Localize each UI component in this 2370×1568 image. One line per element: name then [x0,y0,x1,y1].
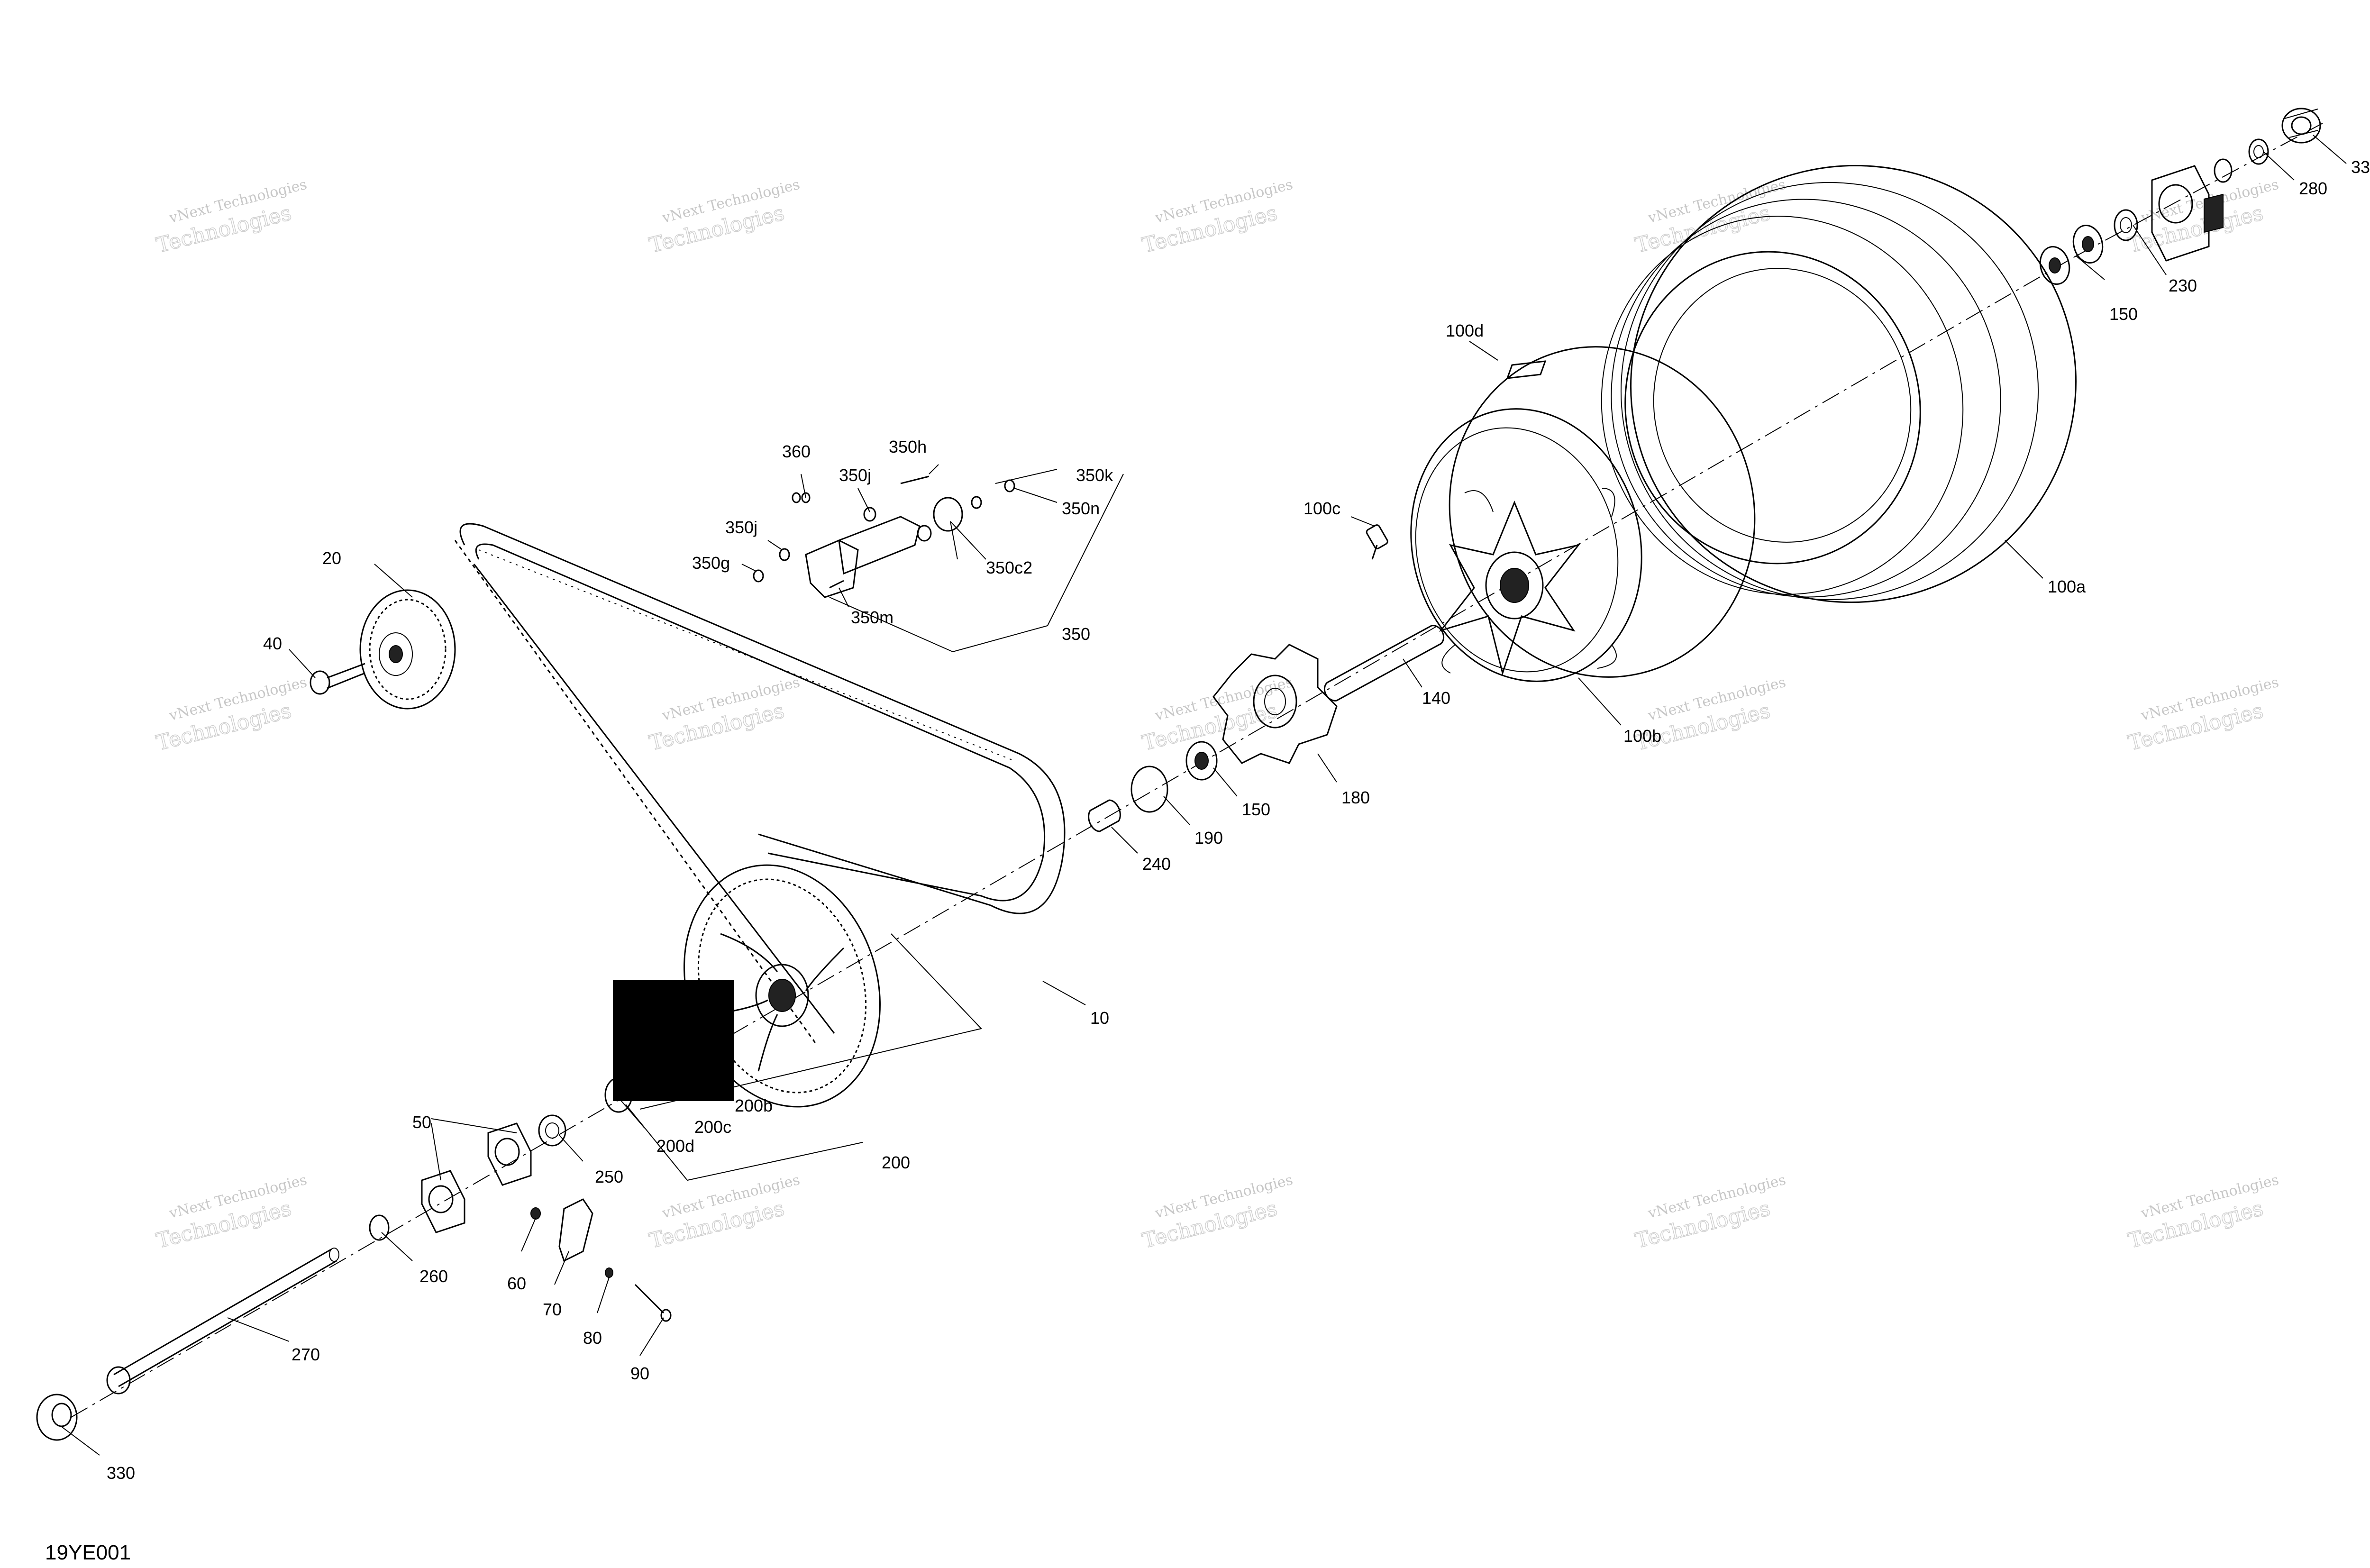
washer-280 [2214,138,2269,183]
drive-belt-10 [454,523,1066,1043]
watermarks: vNext Technologies Technologies vNext Te… [154,176,2280,1254]
callout-350k: 350k [1076,465,1113,485]
watermark: vNext Technologies Technologies [154,674,309,756]
washer-260 [369,1214,390,1241]
watermark: vNext Technologies Technologies [647,1172,802,1254]
spacer-230 [2114,209,2138,241]
callout-350j-lower: 350j [725,518,757,537]
watermark: vNext Technologies Technologies [1139,1172,1294,1254]
shaft-140 [1323,625,1445,702]
bushing-250 [538,1114,566,1147]
callout-50: 50 [412,1112,431,1132]
callout-230: 230 [2169,276,2197,295]
adjuster-block-50a [487,1122,532,1186]
bearing-150-lower [1185,741,1218,781]
callout-350g: 350g [692,553,730,573]
callout-360: 360 [782,442,811,461]
callout-150-upper: 150 [2109,304,2138,324]
redaction-block [613,980,734,1101]
seal-200d [604,1077,633,1113]
callout-150-lower: 150 [1242,800,1270,819]
callout-labels: 335 280 230 150 100d 100c 100a 100b 140 … [107,157,2370,1483]
watermark: vNext Technologies Technologies [154,1172,309,1254]
watermark: vNext Technologies Technologies [1632,1172,1787,1254]
callout-70: 70 [543,1300,562,1319]
callout-270: 270 [292,1345,320,1364]
callout-200c: 200c [694,1117,731,1137]
watermark: vNext Technologies Technologies [2125,674,2280,756]
callout-40: 40 [263,634,282,653]
watermark: vNext Technologies Technologies [647,674,802,756]
callout-260: 260 [419,1267,448,1286]
watermark: vNext Technologies Technologies [2125,1172,2280,1254]
figure-reference: 19YE001 [45,1541,131,1564]
valve-100d [1506,360,1547,379]
callout-240: 240 [1142,854,1171,874]
bolt-40 [310,663,365,695]
bolt-100c [1366,524,1388,560]
callout-180: 180 [1341,788,1370,807]
callout-80: 80 [583,1328,602,1348]
tensioner-assembly-350 [753,475,1015,598]
hub-bearing-150-pair [2072,225,2104,264]
callout-350j-upper: 350j [839,465,871,485]
callout-100a: 100a [2048,577,2086,596]
hub-nut-335 [2281,108,2321,144]
bolt-90 [634,1284,672,1322]
axle-nut-330 [36,1394,78,1441]
callout-190: 190 [1194,828,1223,848]
callout-10: 10 [1090,1008,1109,1028]
hub-carrier [2151,165,2224,262]
hub-bearing-150-right [2039,246,2070,285]
callout-100d: 100d [1446,321,1484,340]
callout-60: 60 [507,1274,526,1293]
callout-20: 20 [322,548,341,568]
watermark: vNext Technologies Technologies [647,176,802,258]
callout-330: 330 [107,1463,135,1483]
axle-270 [106,1248,339,1395]
callout-350n: 350n [1062,499,1100,518]
spacer-240 [1088,799,1121,832]
callout-350m: 350m [851,608,893,627]
nut-60 [530,1207,541,1220]
callout-200: 200 [882,1153,910,1172]
callout-90: 90 [630,1364,649,1383]
tire-100a [1601,164,2077,603]
watermark: vNext Technologies Technologies [1139,176,1294,258]
main-axis-line [71,255,2077,1418]
wheel-rim-100b [1410,346,1756,682]
callout-100b: 100b [1623,726,1661,746]
callout-140: 140 [1422,688,1450,708]
callout-335: 335 [2351,157,2370,177]
idler-pulley-20 [359,589,456,710]
guard-70 [558,1198,593,1262]
callout-200d: 200d [656,1136,694,1156]
callout-200b: 200b [735,1096,773,1115]
cush-drive-180 [1212,644,1338,764]
o-ring-190 [1130,766,1168,813]
watermark: vNext Technologies Technologies [154,176,309,258]
callout-100c: 100c [1304,499,1340,518]
callout-350c2: 350c2 [986,558,1032,577]
callout-350h: 350h [889,437,927,456]
adjuster-block-50b [421,1170,465,1233]
callout-250: 250 [595,1167,623,1186]
callout-350: 350 [1062,624,1090,644]
callout-280: 280 [2299,179,2327,198]
leader-lines [61,135,2347,1456]
washer-80 [605,1267,613,1278]
